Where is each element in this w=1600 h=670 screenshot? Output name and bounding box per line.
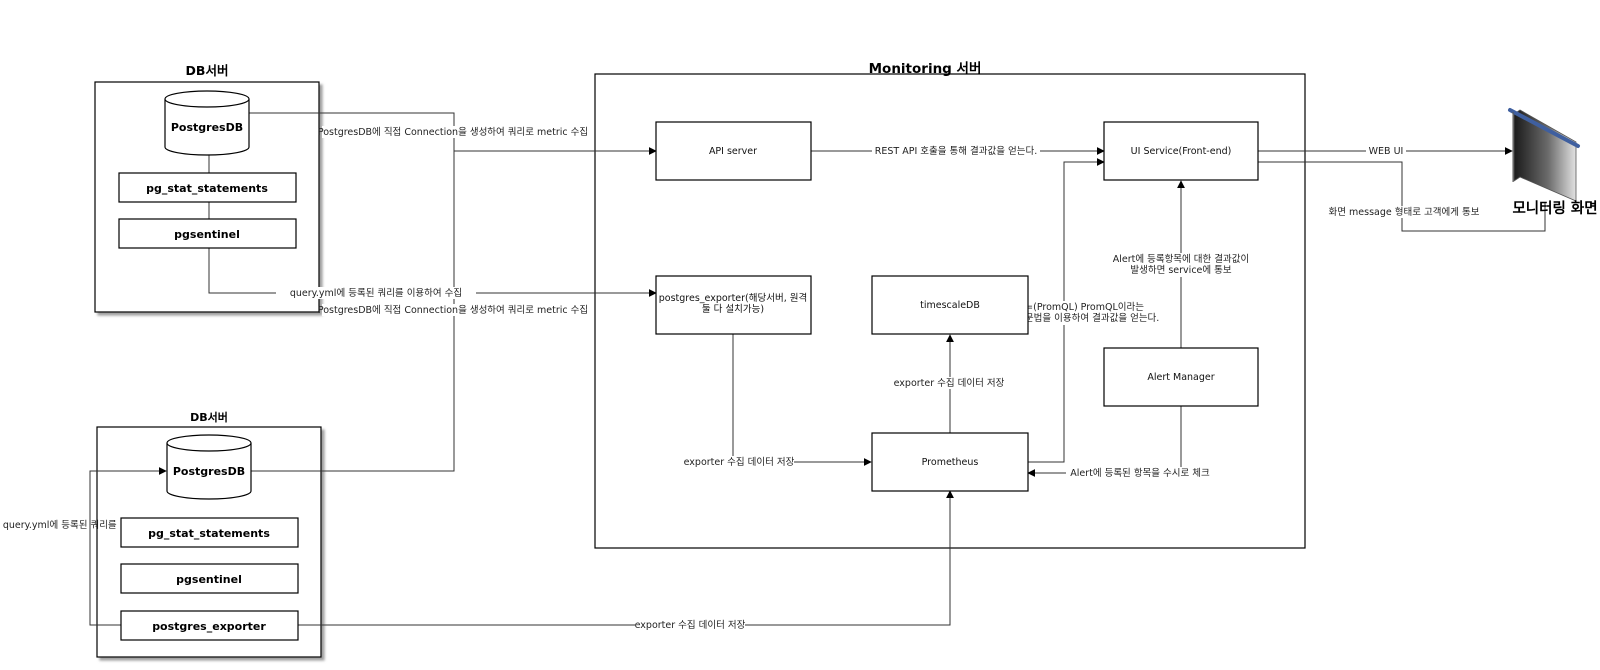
prometheus-label: Prometheus: [922, 457, 979, 468]
label-screen-message: 화면 message 형태로 고객에게 통보: [1329, 207, 1480, 218]
edge-ui-message-to-screen: [1258, 161, 1546, 232]
label-alert-notify-line1: Alert에 등록항목에 대한 결과값이: [1113, 253, 1250, 265]
postgres-exporter-bottom: [120, 610, 299, 641]
api-server-box: [655, 121, 812, 181]
label-alert-notify-line2: 발생하면 service에 통보: [1130, 264, 1232, 276]
pgsentinel-top-label: pgsentinel: [174, 228, 240, 241]
label-query-yml-top: query.yml에 등록된 쿼리를 이용하여 수집: [290, 287, 462, 299]
db-server-top-title: DB서버: [186, 63, 229, 78]
label-exporter-store-bottom: exporter 수집 데이터 저장: [635, 619, 746, 631]
edge-bottom-exporter-to-db: [89, 467, 167, 626]
pg-stat-statements-top: [118, 172, 297, 203]
alert-manager-box: [1103, 347, 1259, 407]
postgres-db-top-label: PostgresDB: [171, 121, 243, 134]
pg-stat-statements-bottom: [120, 517, 299, 548]
postgres-db-bottom: PostgresDB: [166, 434, 252, 500]
monitoring-screen-icon: [1508, 108, 1580, 202]
edge-bottom-exporter-to-prometheus: [298, 490, 954, 626]
db-server-bottom-title: DB서버: [190, 410, 228, 424]
label-exporter-store-mid: exporter 수집 데이터 저장: [684, 456, 795, 468]
label-web-ui: WEB UI: [1369, 146, 1404, 157]
postgres-exporter-label-line2: 둘 다 설치가능): [702, 303, 764, 315]
label-direct-connection-1: PostgresDB에 직접 Connection을 생성하여 쿼리로 metr…: [318, 126, 588, 138]
pg-stat-statements-bottom-label: pg_stat_statements: [148, 527, 270, 540]
api-server-label: API server: [709, 146, 757, 157]
ui-service-box: [1103, 121, 1259, 181]
pgsentinel-top: [118, 218, 297, 249]
label-direct-connection-2: PostgresDB에 직접 Connection을 생성하여 쿼리로 metr…: [318, 304, 588, 316]
edge-bottom-db-to-api: [251, 151, 455, 472]
postgres-db-top: PostgresDB: [164, 90, 250, 156]
label-exporter-store-up: exporter 수집 데이터 저장: [894, 377, 1005, 389]
alert-manager-label: Alert Manager: [1147, 372, 1214, 383]
postgres-exporter-bottom-label: postgres_exporter: [152, 620, 266, 633]
pgsentinel-bottom-label: pgsentinel: [176, 573, 242, 586]
pg-stat-statements-top-label: pg_stat_statements: [146, 182, 268, 195]
postgres-exporter-box: [655, 275, 812, 335]
monitoring-server-title: Monitoring 서버: [869, 60, 982, 77]
label-rest-api: REST API 호출을 통해 결과값을 얻는다.: [875, 145, 1037, 157]
prometheus-box: [871, 432, 1029, 492]
monitoring-screen-label: 모니터링 화면: [1512, 199, 1597, 217]
postgres-db-bottom-label: PostgresDB: [173, 465, 245, 478]
ui-service-label: UI Service(Front-end): [1131, 146, 1232, 157]
label-alert-check: Alert에 등록된 항목을 수시로 체크: [1070, 467, 1210, 479]
pgsentinel-bottom: [120, 563, 299, 594]
label-promql-line1: /api/v1/query=(PromQL) PromQL이라는: [962, 302, 1144, 313]
timescaledb-box: [871, 275, 1029, 335]
timescaledb-label: timescaleDB: [920, 300, 980, 311]
postgres-exporter-label-line1: postgres_exporter(해당서버, 원격: [659, 292, 808, 304]
